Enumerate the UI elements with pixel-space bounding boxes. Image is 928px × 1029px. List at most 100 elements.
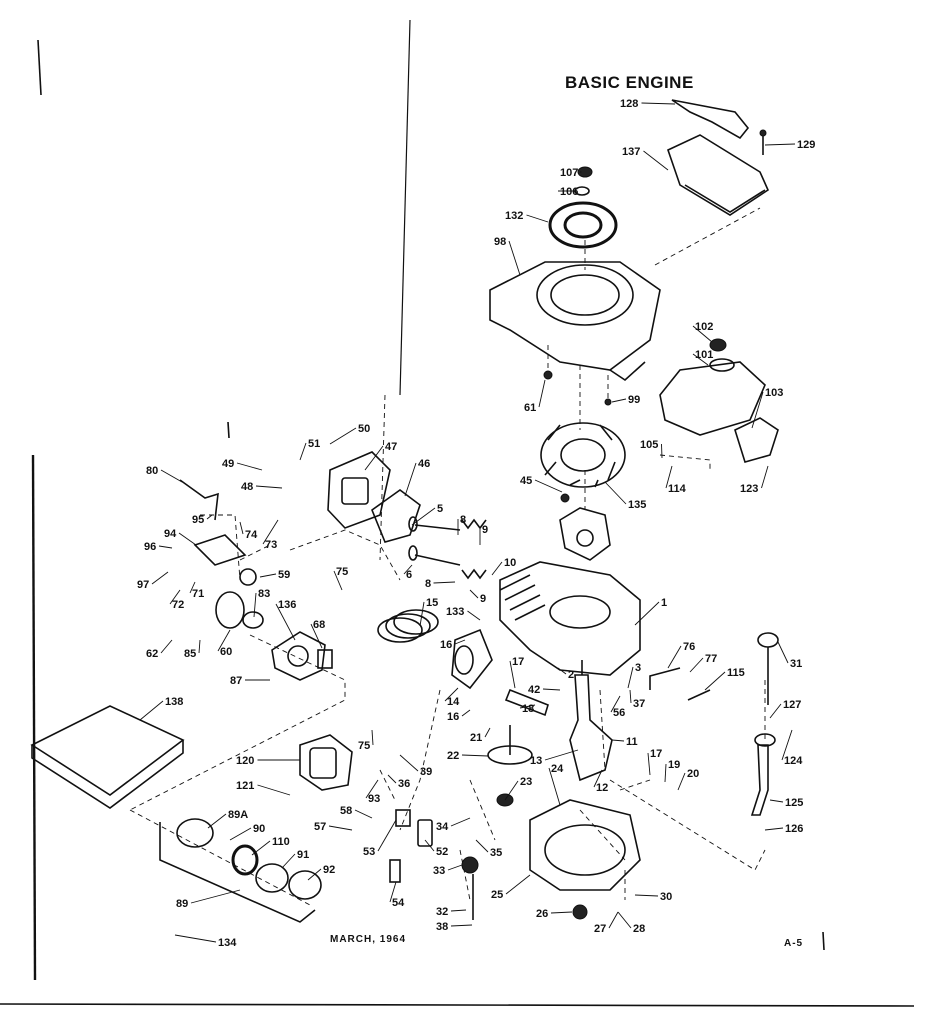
callout-83: 83: [253, 588, 270, 618]
part-number-label: 96: [144, 541, 156, 553]
callout-56: 56: [610, 695, 625, 719]
leader-line: [550, 911, 573, 914]
leader-line: [604, 481, 627, 505]
part-number-label: 121: [236, 780, 254, 792]
leader-line: [419, 601, 425, 627]
callout-16b: 16: [447, 709, 471, 723]
part-number-label: 128: [620, 98, 638, 110]
leader-line: [509, 660, 516, 689]
leader-line: [692, 353, 709, 366]
callout-8a: 8: [457, 514, 466, 535]
part-number-label: 59: [278, 569, 290, 581]
callout-9b: 9: [469, 589, 486, 605]
leader-line: [299, 442, 307, 461]
callout-74: 74: [239, 521, 258, 541]
callout-95: 95: [192, 514, 213, 526]
flywheel-135: [540, 422, 626, 488]
part-number-label: 87: [230, 675, 242, 687]
callout-101: 101: [692, 349, 713, 366]
callout-48: 48: [241, 481, 283, 493]
part-number-label: 58: [340, 805, 352, 817]
leader-line: [634, 894, 659, 897]
part-number-label: 53: [363, 846, 375, 858]
part-number-label: 57: [314, 821, 326, 833]
callout-96: 96: [144, 541, 173, 553]
callout-105: 105: [640, 439, 663, 459]
callout-120: 120: [236, 755, 300, 767]
leader-line: [627, 666, 634, 689]
leader-line: [692, 325, 713, 343]
screw-129: [759, 129, 767, 155]
part-number-label: 33: [433, 865, 445, 877]
leader-line: [538, 379, 546, 408]
part-number-label: 102: [695, 321, 713, 333]
leader-line: [190, 889, 241, 904]
leader-line: [229, 827, 252, 841]
leader-line: [781, 729, 793, 761]
part-number-label: 71: [192, 588, 204, 600]
callout-22: 22: [447, 750, 489, 762]
callout-133: 133: [446, 606, 481, 621]
leader-line: [253, 592, 257, 618]
callout-30: 30: [634, 891, 672, 903]
part-number-label: 62: [146, 648, 158, 660]
callout-132: 132: [505, 210, 549, 223]
leader-line: [178, 532, 197, 546]
leader-line: [467, 610, 481, 621]
part-number-label: 34: [436, 821, 449, 833]
part-number-label: 30: [660, 891, 672, 903]
leader-line: [424, 839, 435, 852]
callout-90: 90: [229, 823, 265, 841]
callout-137: 137: [622, 146, 669, 171]
part-number-label: 132: [505, 210, 523, 222]
part-number-label: 106: [560, 186, 578, 198]
part-number-label: 114: [668, 483, 687, 495]
leader-line: [365, 779, 379, 799]
part-number-label: 105: [640, 439, 658, 451]
part-number-label: 13: [530, 755, 542, 767]
callout-10: 10: [491, 557, 516, 576]
part-number-label: 136: [278, 599, 296, 611]
callout-61: 61: [524, 379, 546, 414]
leader-line: [505, 874, 531, 895]
part-number-label: 133: [446, 606, 464, 618]
callout-3: 3: [627, 662, 641, 689]
callout-14: 14: [444, 687, 460, 708]
leader-line: [704, 671, 726, 691]
callout-36: 36: [387, 774, 410, 790]
part-number-label: 97: [137, 579, 149, 591]
part-number-label: 85: [184, 648, 196, 660]
part-number-label: 110: [272, 836, 290, 848]
leader-line: [251, 840, 271, 856]
leader-line: [611, 398, 627, 403]
callout-37: 37: [629, 689, 645, 710]
part-number-label: 26: [536, 908, 548, 920]
part-number-label: 32: [436, 906, 448, 918]
callout-89A: 89A: [207, 809, 248, 829]
part-number-label: 126: [785, 823, 803, 835]
muffler-89: [159, 818, 322, 923]
callout-19: 19: [664, 759, 680, 783]
leader-line: [484, 727, 491, 738]
callout-6: 6: [403, 564, 413, 581]
callout-23: 23: [504, 776, 532, 801]
leader-line: [236, 462, 263, 471]
callout-13: 13: [530, 749, 579, 767]
leader-line: [160, 639, 173, 654]
leader-line: [160, 469, 183, 483]
part-number-label: 18: [522, 703, 534, 715]
part-number-label: 52: [436, 846, 448, 858]
head-gasket-46: [371, 489, 421, 543]
oil-fill-tube-125: [750, 733, 776, 816]
part-number-label: 127: [783, 699, 801, 711]
part-number-label: 36: [398, 778, 410, 790]
leader-line: [647, 752, 651, 776]
callout-45: 45: [520, 475, 563, 493]
part-number-label: 11: [626, 736, 638, 748]
part-number-label: 17: [650, 748, 662, 760]
air-cleaner-body-120: [299, 734, 353, 791]
leader-line: [333, 570, 343, 591]
part-number-label: 12: [596, 782, 608, 794]
part-number-label: 8: [425, 578, 431, 590]
callout-33: 33: [433, 864, 463, 877]
